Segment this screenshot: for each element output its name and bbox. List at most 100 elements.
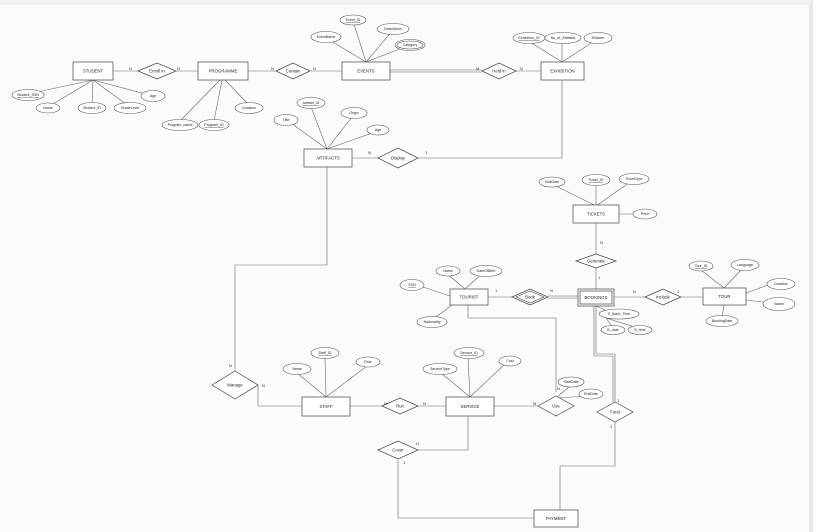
attr-booking-date: BookingDate <box>712 319 733 323</box>
attr-artifact-id: Artifact_ID <box>303 101 320 105</box>
relationship-book-label: Book <box>525 295 536 300</box>
card-student-enroll: N <box>129 66 132 71</box>
relationship-enroll: Enroll in <box>137 62 177 80</box>
relationship-manage: Manage <box>211 370 259 400</box>
card-include-tour: 1 <box>677 289 680 294</box>
entity-tour: TOUR <box>702 287 747 306</box>
card-service-cover: N <box>416 441 419 446</box>
entity-student: STUDENT <box>72 61 114 81</box>
card-book-bookings: N <box>550 288 553 293</box>
card-tourist-book: 1 <box>495 288 498 293</box>
card-events-heldin: M <box>476 66 479 71</box>
entity-service: SERVICE <box>445 396 495 417</box>
attr-date-of-birth: DateOfBirth <box>477 269 496 273</box>
entity-tickets: TICKETS <box>572 204 620 224</box>
attr-artifact-age: Age <box>375 128 381 132</box>
card-display-exhibition: 1 <box>425 150 428 155</box>
relationship-include: Include <box>644 288 682 306</box>
attribute-ellipses <box>11 14 796 400</box>
entity-tourist: TOURIST <box>449 288 489 306</box>
relationship-contain: Contain <box>275 62 311 80</box>
entity-staff-label: STAFF <box>319 404 333 409</box>
relationship-manage-label: Manage <box>227 383 243 388</box>
attr-no-of-artifacts: No_of_Artifacts <box>551 36 576 40</box>
entity-events: EVENTS <box>341 61 391 81</box>
attr-category: Category <box>403 43 418 47</box>
card-artifacts-display: N <box>368 150 371 155</box>
attr-program-id: Program_ID <box>204 123 224 127</box>
attr-service-type: ServiceType <box>430 367 450 371</box>
attr-b-date: B_date <box>607 328 618 332</box>
relationship-fund-label: Fund <box>610 410 620 415</box>
entity-programme: PROGRAMME <box>197 61 249 81</box>
card-service-use: M <box>533 401 536 406</box>
attr-staff-name: Name <box>292 367 302 371</box>
relationship-generate: Generate <box>574 253 618 269</box>
card-fund-payment: 1 <box>610 424 613 429</box>
card-programme-contain: N <box>271 66 274 71</box>
relationship-run: Run <box>381 397 419 415</box>
relationship-use-label: Use <box>552 404 560 409</box>
relationship-book: Book <box>511 288 549 306</box>
attr-tour-duration: Duration <box>774 282 788 286</box>
card-tickets-generate: N <box>600 240 603 245</box>
attr-ename: EName <box>592 36 604 40</box>
entity-service-label: SERVICE <box>461 404 480 409</box>
entity-bookings-label: BOOKINGS <box>585 295 608 300</box>
relationship-cover-label: Cover <box>392 448 404 453</box>
attr-price: Price <box>641 212 649 216</box>
attr-exhibition-id: Exhibition_ID <box>518 36 540 40</box>
entity-exhibition: EXHIBITION <box>540 61 585 81</box>
attr-description: Description <box>384 27 402 31</box>
attr-service-id: Service_ID <box>460 351 478 355</box>
attr-ticket-type: TicketType <box>625 177 642 181</box>
entity-artifacts: ARTIFACTS <box>303 148 353 168</box>
relationship-include-label: Include <box>656 295 670 300</box>
attr-visit-date: VisitDate <box>545 180 559 184</box>
attr-grade-level: GradeLevel <box>121 106 140 110</box>
relationship-display-label: Display <box>391 156 406 161</box>
relationship-contain-label: Contain <box>286 69 301 74</box>
card-bookings-fund: 1 <box>617 398 620 403</box>
relationship-fund: Fund <box>596 401 634 423</box>
card-bookings-include: N <box>633 289 636 294</box>
entity-bookings: BOOKINGS <box>577 288 615 307</box>
relationship-held-in: Held in <box>481 62 517 80</box>
entity-exhibition-label: EXHIBITION <box>550 69 574 74</box>
attr-event-id: Event_ID <box>346 18 361 22</box>
attr-ssn: SSN <box>408 283 416 287</box>
relationship-held-in-label: Held in <box>492 69 506 74</box>
attr-student-age: Age <box>150 94 156 98</box>
attr-student-id: Student_ID <box>83 106 101 110</box>
cardinality-labels: N N N N M N N 1 N 1 1 N N 1 N N N N M N … <box>129 66 680 465</box>
card-staff-run: N <box>384 401 387 406</box>
attr-ticket-id: Ticket_ID <box>588 178 603 182</box>
entity-tour-label: TOUR <box>718 294 730 299</box>
card-generate-bookings: 1 <box>598 275 601 280</box>
relationship-cover: Cover <box>377 440 419 460</box>
card-use-tourist: N <box>557 386 560 391</box>
relationship-generate-label: Generate <box>587 259 606 264</box>
relationship-run-label: Run <box>396 404 404 409</box>
attr-student-name: Name <box>43 106 53 110</box>
attr-language: Language <box>737 263 753 267</box>
attr-b-time: B_time <box>634 328 645 332</box>
attr-tourist-name: Name <box>443 269 453 273</box>
attr-cost: Cost <box>506 359 513 363</box>
attr-program-duration: Duration <box>242 106 256 110</box>
entity-staff: STAFF <box>301 396 351 417</box>
attr-start-date: StartDate <box>563 380 578 384</box>
card-run-service: N <box>423 401 426 406</box>
entity-student-label: STUDENT <box>83 69 104 74</box>
attr-tour-id: Tour_ID <box>695 264 708 268</box>
attr-tour-name: Name <box>774 302 784 306</box>
attr-staff-id: Staff_ID <box>319 351 332 355</box>
card-manage-staff: N <box>262 383 265 388</box>
attr-event-name: EventName <box>317 35 336 39</box>
entity-events-label: EVENTS <box>357 69 374 74</box>
relationship-display: Display <box>377 147 419 169</box>
attr-role: Role <box>364 360 371 364</box>
